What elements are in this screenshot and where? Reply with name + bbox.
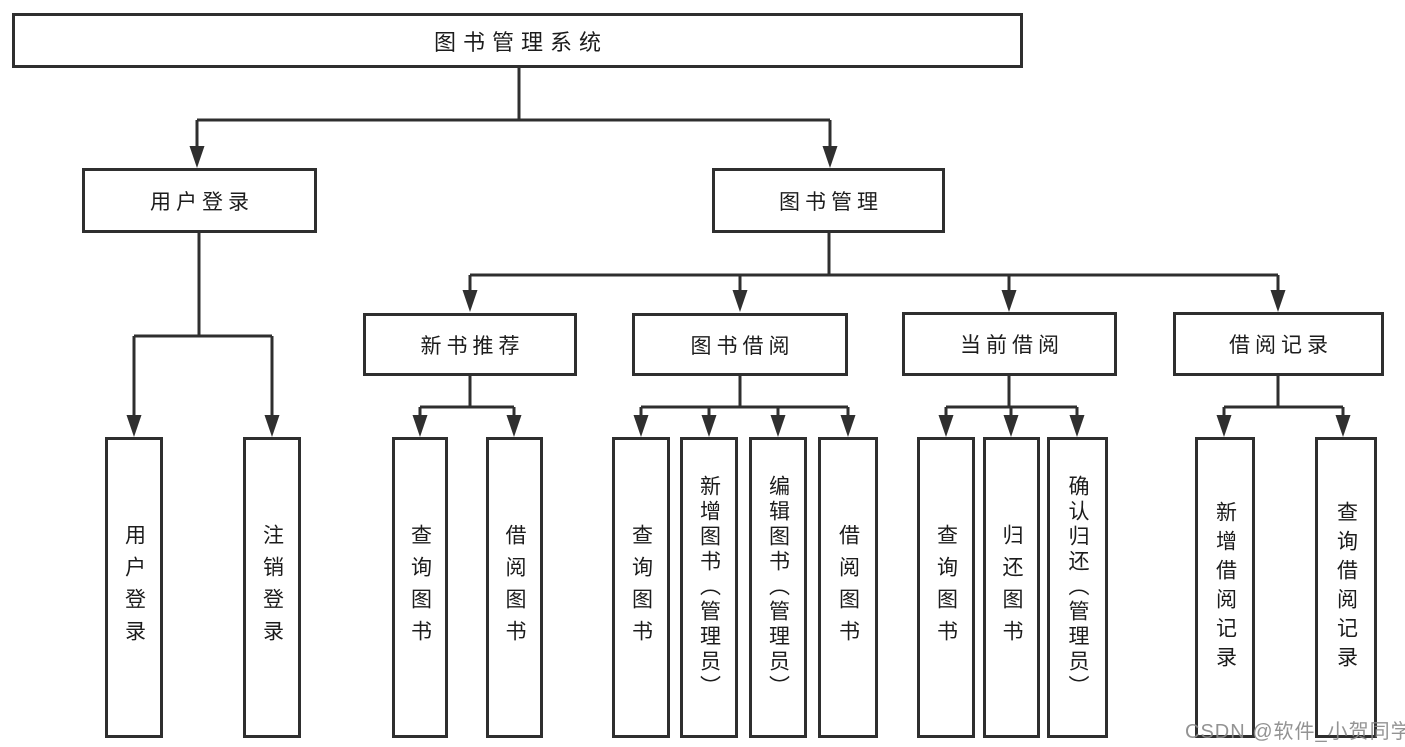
leaf-borrow-book-recommend: 借阅图书 [486,437,543,738]
leaf-add-borrow-record: 新增借阅记录 [1195,437,1255,738]
leaf-add-book-admin: 新增图书（管理员） [680,437,738,738]
leaf-query-book-current-label: 查询图书 [934,523,958,652]
leaf-borrow-book-label: 借阅图书 [836,523,860,652]
arrowheads [126,146,1351,437]
csdn-watermark: CSDN @软件_小贺同学 [1185,721,1405,743]
leaf-add-book-admin-label: 新增图书（管理员） [697,475,721,700]
leaf-query-book-borrow-label: 查询图书 [629,523,653,652]
node-library-management-system: 图书管理系统 [12,13,1023,68]
leaf-logout-login: 注销登录 [243,437,301,738]
node-user-login: 用户登录 [82,168,317,233]
node-new-book-recommend: 新书推荐 [363,313,577,376]
leaf-query-borrow-record-label: 查询借阅记录 [1334,500,1358,675]
leaf-user-login: 用户登录 [105,437,163,738]
leaf-edit-book-admin: 编辑图书（管理员） [749,437,807,738]
leaf-borrow-book: 借阅图书 [818,437,878,738]
node-current-borrow: 当前借阅 [902,312,1117,376]
leaf-logout-login-label: 注销登录 [260,523,284,652]
leaf-query-book-borrow: 查询图书 [612,437,670,738]
leaf-return-book: 归还图书 [983,437,1040,738]
node-book-management: 图书管理 [712,168,945,233]
leaf-query-book-recommend-label: 查询图书 [408,523,432,652]
leaf-user-login-label: 用户登录 [122,523,146,652]
node-book-borrow: 图书借阅 [632,313,848,376]
leaf-confirm-return-admin-label: 确认归还（管理员） [1066,475,1089,700]
leaf-return-book-label: 归还图书 [1000,523,1023,652]
leaf-edit-book-admin-label: 编辑图书（管理员） [766,475,790,700]
leaf-query-borrow-record: 查询借阅记录 [1315,437,1377,738]
leaf-query-book-current: 查询图书 [917,437,975,738]
leaf-confirm-return-admin: 确认归还（管理员） [1047,437,1108,738]
leaf-query-book-recommend: 查询图书 [392,437,448,738]
node-borrow-records: 借阅记录 [1173,312,1384,376]
leaf-borrow-book-recommend-label: 借阅图书 [503,523,526,652]
leaf-add-borrow-record-label: 新增借阅记录 [1213,500,1237,675]
